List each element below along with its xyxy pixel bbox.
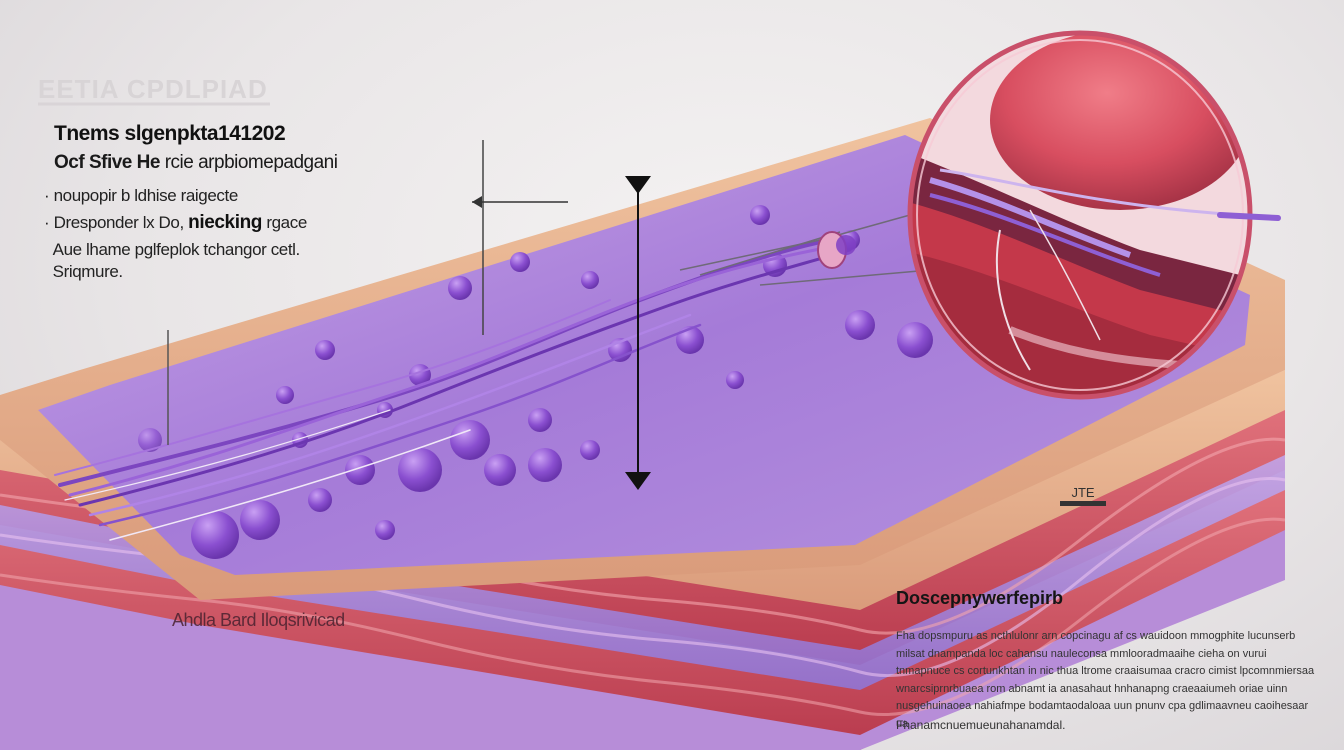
scale-bar-line [1060,501,1106,506]
callout-text-2b: rgace [266,213,307,232]
diagram-subtitle: Ocf Sfive He rcie arpbiomepadgani [54,152,338,174]
subtitle-rest: rcie arpbiomepadgani [164,152,338,173]
callout-text-2a: Dresponder lx Do, [53,213,185,232]
callout-text-3: Aue lhame pglfeplok tchangor cetl. [52,240,301,259]
callout-line-2: · Dresponder lx Do, niecking rgace [44,212,307,233]
faded-heading: EETIA CPDLPIAD [38,74,268,104]
callout-text-1: noupopir b ldhise raigecte [53,186,239,205]
callout-line-3: Aue lhame pglfeplok tchangor cetl. [44,240,301,260]
description-footer: Fhanamcnuemueunahanamdal. [896,718,1066,732]
nerve-fibers [54,238,852,541]
callout-line-4: Sriqmure. [44,262,123,282]
description-body: Fha dopsmpuru as ncthlulonr arn copcinag… [896,630,1315,730]
surface-cells [138,205,933,559]
callout-text-4: Sriqmure. [52,262,123,281]
pointer-long-vertical [625,176,651,490]
callout-text-2-bold: niecking [188,212,263,233]
description-title: Doscepnywerfepirb [896,588,1064,608]
pointer-short-horizontal [472,140,568,335]
scale-bar: JTE [1060,486,1106,506]
callout-line-1: · noupopir b ldhise raigecte [44,186,239,205]
diagram-title: Tnems slgenpkta141202 [54,122,286,145]
magnified-lens [907,30,1281,400]
subtitle-bold: Ocf Sfive He [54,152,160,173]
scale-bar-label: JTE [1071,485,1095,500]
layer-label: Ahdla Bard Iloqsrivicad [172,610,345,630]
